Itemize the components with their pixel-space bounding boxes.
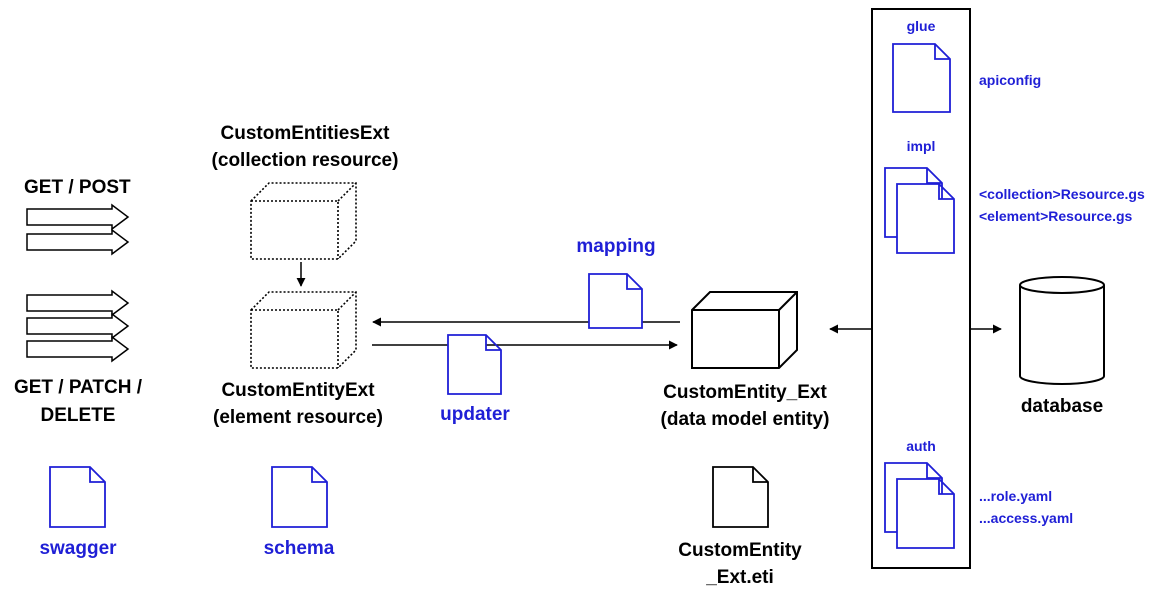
eti-document-icon bbox=[712, 466, 769, 528]
database-label: database bbox=[1020, 396, 1104, 417]
collection-resource-cube-icon bbox=[250, 182, 357, 260]
impl-documents-icon bbox=[884, 167, 955, 254]
element-resource-file-label: <element>Resource.gs bbox=[979, 208, 1133, 224]
entity-desc: (data model entity) bbox=[660, 409, 830, 430]
element-resource-desc: (element resource) bbox=[212, 407, 384, 428]
data-model-entity-cube-icon bbox=[691, 291, 798, 369]
mapping-document-icon bbox=[588, 273, 643, 329]
collection-resource-name: CustomEntitiesExt bbox=[220, 123, 390, 144]
get-post-label: GET / POST bbox=[24, 177, 131, 198]
swagger-label: swagger bbox=[39, 538, 117, 559]
element-resource-name: CustomEntityExt bbox=[221, 380, 375, 401]
eti-file-line1: CustomEntity bbox=[678, 540, 802, 561]
get-patch-delete-label-line1: GET / PATCH / bbox=[13, 377, 143, 398]
get-patch-delete-arrows bbox=[26, 289, 130, 363]
entity-name: CustomEntity_Ext bbox=[663, 382, 827, 403]
collection-resource-file-label: <collection>Resource.gs bbox=[979, 186, 1145, 202]
updater-label: updater bbox=[440, 404, 510, 425]
eti-file-line2: _Ext.eti bbox=[706, 567, 774, 588]
impl-label: impl bbox=[906, 138, 936, 154]
element-resource-cube-icon bbox=[250, 291, 357, 369]
collection-resource-desc: (collection resource) bbox=[211, 150, 399, 171]
swagger-document-icon bbox=[49, 466, 106, 528]
schema-label: schema bbox=[263, 538, 335, 559]
access-file-label: ...access.yaml bbox=[979, 510, 1074, 526]
get-patch-delete-label-line2: DELETE bbox=[40, 405, 116, 426]
schema-document-icon bbox=[271, 466, 328, 528]
database-cylinder-icon bbox=[1019, 276, 1105, 385]
auth-documents-icon bbox=[884, 462, 955, 549]
apiconfig-label: apiconfig bbox=[979, 72, 1042, 88]
glue-document-icon bbox=[892, 43, 951, 113]
auth-label: auth bbox=[906, 438, 936, 454]
role-file-label: ...role.yaml bbox=[979, 488, 1053, 504]
glue-label: glue bbox=[906, 18, 936, 34]
mapping-label: mapping bbox=[576, 236, 656, 257]
get-post-arrows bbox=[26, 203, 130, 256]
updater-document-icon bbox=[447, 334, 502, 395]
